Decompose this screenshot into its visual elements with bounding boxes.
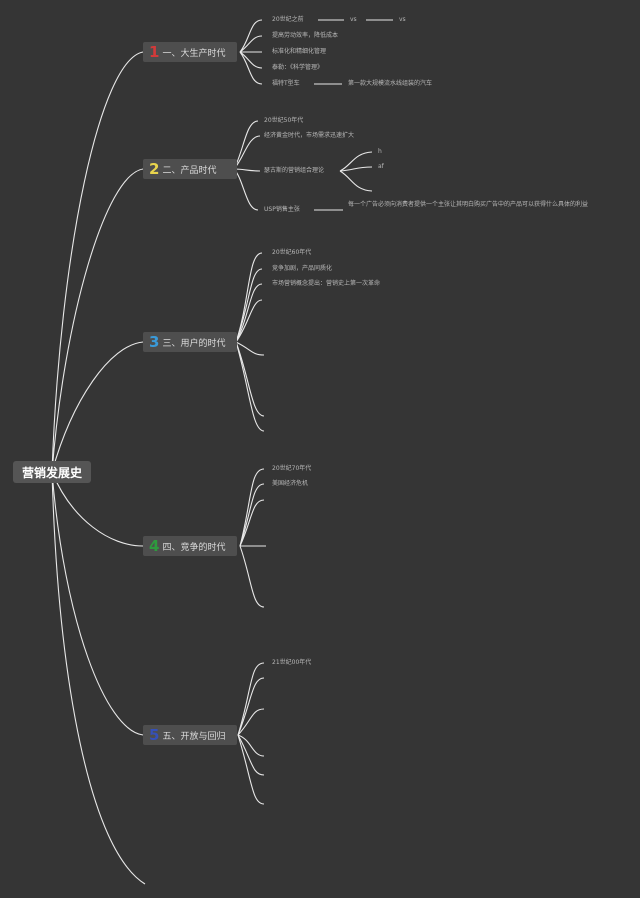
branch-label-3: 三、用户的时代 <box>162 338 226 349</box>
leaf-1-1-chain-1[interactable]: vs <box>350 16 357 23</box>
leaf-1-5[interactable]: 福特T型车 <box>272 80 300 87</box>
branch-number-1: 1 <box>149 42 160 61</box>
leaf-2-2[interactable]: 经济黄金时代，市场需求迅速扩大 <box>264 132 355 139</box>
leaf-4-1[interactable]: 20世纪70年代 <box>272 465 312 472</box>
branch-node-2[interactable]: 2 二、产品时代 <box>143 159 237 179</box>
branch-node-1[interactable]: 1 一、大生产时代 <box>143 42 237 62</box>
leaf-1-5-detail[interactable]: 第一款大规模流水线组装的汽车 <box>348 80 433 87</box>
branch-node-4[interactable]: 4 四、竞争的时代 <box>143 536 237 556</box>
branch-node-5[interactable]: 5 五、开放与回归 <box>143 725 237 745</box>
root-connector-6 <box>51 471 146 885</box>
branch-label-1: 一、大生产时代 <box>162 48 226 59</box>
branch-label-2: 二、产品时代 <box>162 165 217 176</box>
root-connector-5 <box>51 471 144 736</box>
leaf-2-4-detail[interactable]: 每一个广告必须向消费者提供一个主张让其明白购买广告中的产品可以获得什么具体的利益 <box>348 201 589 208</box>
root-node[interactable]: 营销发展史 <box>13 461 91 483</box>
root-connector-1 <box>51 51 144 473</box>
leaf-2-4[interactable]: USP销售主张 <box>264 206 300 213</box>
root-connector-3 <box>51 341 144 473</box>
leaf-3-2[interactable]: 竞争加剧，产品同质化 <box>272 265 333 272</box>
branch-number-2: 2 <box>149 159 160 178</box>
leaf-1-2[interactable]: 提高劳动效率，降低成本 <box>272 32 339 39</box>
leaf-1-4[interactable]: 泰勒：《科学管理》 <box>272 64 324 71</box>
branch-node-3[interactable]: 3 三、用户的时代 <box>143 332 237 352</box>
leaf-3-1[interactable]: 20世纪60年代 <box>272 249 312 256</box>
branch-label-5: 五、开放与回归 <box>162 731 226 742</box>
branch-number-4: 4 <box>149 536 160 555</box>
leaf-1-3[interactable]: 标准化和精细化管理 <box>272 48 327 55</box>
branch-label-4: 四、竞争的时代 <box>162 542 226 553</box>
branch-number-5: 5 <box>149 725 160 744</box>
root-connector-2 <box>51 168 144 473</box>
leaf-2-1[interactable]: 20世纪50年代 <box>264 117 304 124</box>
root-label: 营销发展史 <box>21 465 82 480</box>
leaf-1-1[interactable]: 20世纪之前 <box>272 16 304 23</box>
leaf-2-3[interactable]: 瑟古斯的营销组合理论 <box>264 167 325 174</box>
leaf-1-1-chain-2[interactable]: vs <box>399 16 406 23</box>
leaf-2-3-sub-1[interactable]: h <box>378 148 382 155</box>
leaf-5-1[interactable]: 21世纪00年代 <box>272 659 312 666</box>
leaf-2-3-sub-2[interactable]: af <box>378 163 384 170</box>
root-connector-4 <box>51 471 144 547</box>
branch-number-3: 3 <box>149 332 160 351</box>
leaf-3-3[interactable]: 市场营销概念提出：营销史上第一次革命 <box>272 280 381 287</box>
leaf-4-2[interactable]: 美国经济危机 <box>272 480 309 487</box>
